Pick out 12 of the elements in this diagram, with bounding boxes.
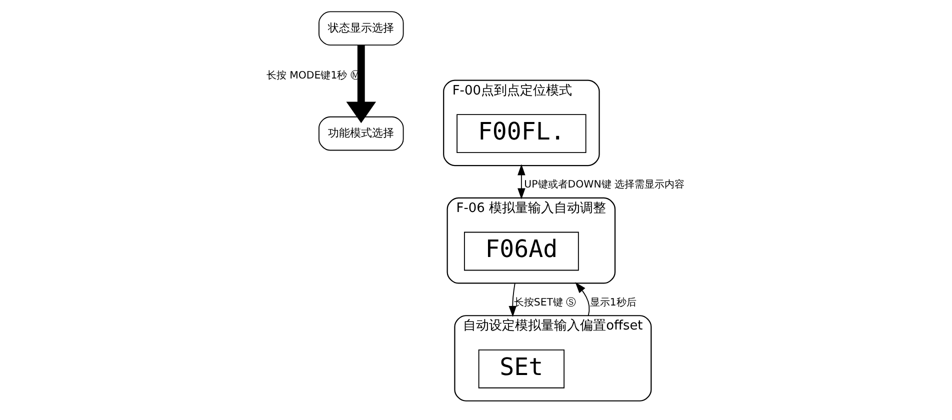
node-box: F00FL. [456, 114, 586, 154]
arrow [574, 282, 590, 316]
arrow [517, 164, 525, 200]
edge-label: 长按SET键 Ⓢ [513, 297, 576, 308]
edge-label: 显示1秒后 [589, 297, 636, 308]
node-box: 状态显示选择 [318, 11, 404, 46]
arrow [346, 45, 376, 124]
edge-label: UP键或者DOWN键 选择需显示内容 [524, 180, 684, 191]
arrow [508, 282, 516, 318]
node-box: 功能模式选择 [318, 116, 404, 151]
node-box: F06Ad [464, 232, 578, 271]
node-box: SEt [478, 349, 564, 388]
